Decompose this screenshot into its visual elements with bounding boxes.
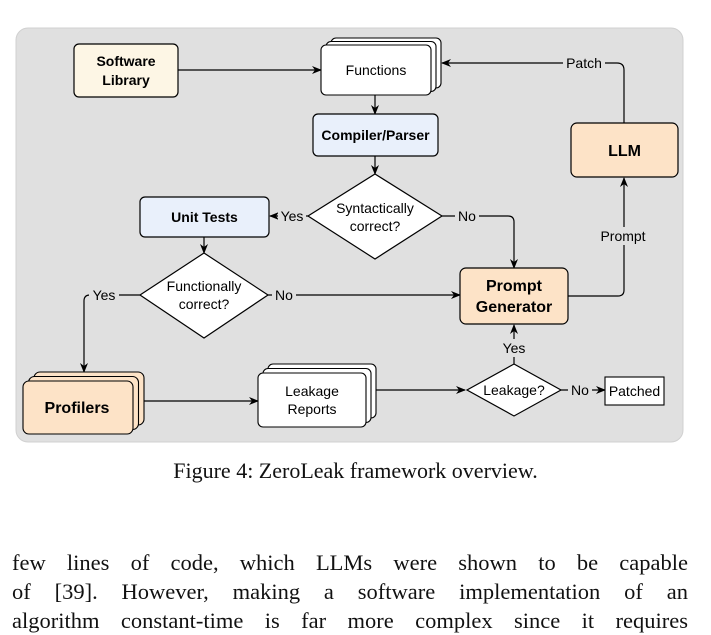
- edge-labels: Patch Prompt Yes No Yes No Yes No: [89, 54, 650, 399]
- yes-functional-label: Yes: [93, 287, 116, 303]
- edge-llm-functions: [441, 59, 625, 123]
- edge-prompt-llm: [568, 177, 628, 297]
- functionally-line1: Functionally: [167, 278, 242, 294]
- node-llm: LLM: [570, 122, 679, 178]
- body-line-3: algorithm constant-time is far more comp…: [12, 608, 688, 633]
- prompt-generator-line2: Generator: [476, 299, 552, 316]
- node-profilers: Profilers: [22, 371, 145, 435]
- edge-syntax-prompt: [442, 215, 518, 269]
- yes-leakage-label: Yes: [503, 340, 526, 356]
- functions-label: Functions: [346, 62, 407, 78]
- compiler-parser-label: Compiler/Parser: [321, 127, 430, 143]
- no-leakage-label: No: [571, 382, 589, 398]
- profilers-label: Profilers: [45, 400, 110, 417]
- node-leakage-reports: Leakage Reports: [257, 363, 377, 428]
- node-unit-tests: Unit Tests: [139, 196, 270, 238]
- figure-caption: Figure 4: ZeroLeak framework overview.: [173, 458, 538, 483]
- node-leakage: Leakage?: [465, 363, 563, 417]
- framework-diagram: Patch Prompt Yes No Yes No Yes No Softwa…: [15, 27, 684, 443]
- node-patched: Patched: [604, 376, 665, 406]
- body-line-1: few lines of code, which LLMs were shown…: [12, 550, 688, 575]
- yes-syntax-label: Yes: [281, 208, 304, 224]
- node-compiler-parser: Compiler/Parser: [312, 113, 439, 157]
- prompt-label: Prompt: [600, 228, 645, 244]
- syntactically-line2: correct?: [350, 218, 401, 234]
- software-library-line1: Software: [96, 53, 155, 69]
- leakage-label: Leakage?: [483, 382, 545, 398]
- patched-label: Patched: [609, 383, 660, 399]
- no-functional-label: No: [275, 287, 293, 303]
- node-prompt-generator: Prompt Generator: [459, 267, 569, 325]
- leakage-reports-line2: Reports: [287, 401, 336, 417]
- node-functions: Functions: [320, 37, 442, 96]
- framework-figure: Patch Prompt Yes No Yes No Yes No Softwa…: [15, 27, 684, 443]
- llm-label: LLM: [608, 143, 641, 160]
- functionally-line2: correct?: [179, 296, 230, 312]
- node-functionally-correct: Functionally correct?: [138, 252, 270, 339]
- software-library-line2: Library: [102, 72, 150, 88]
- body-line-2: of [39]. However, making a software impl…: [12, 579, 688, 604]
- body-paragraph: few lines of code, which LLMs were shown…: [12, 548, 688, 635]
- prompt-generator-line1: Prompt: [486, 278, 543, 295]
- node-software-library: Software Library: [73, 43, 179, 98]
- syntactically-line1: Syntactically: [336, 200, 414, 216]
- unit-tests-label: Unit Tests: [171, 209, 238, 225]
- patch-label: Patch: [566, 55, 602, 71]
- node-syntactically-correct: Syntactically correct?: [306, 173, 444, 260]
- no-syntax-label: No: [458, 208, 476, 224]
- leakage-reports-line1: Leakage: [285, 383, 339, 399]
